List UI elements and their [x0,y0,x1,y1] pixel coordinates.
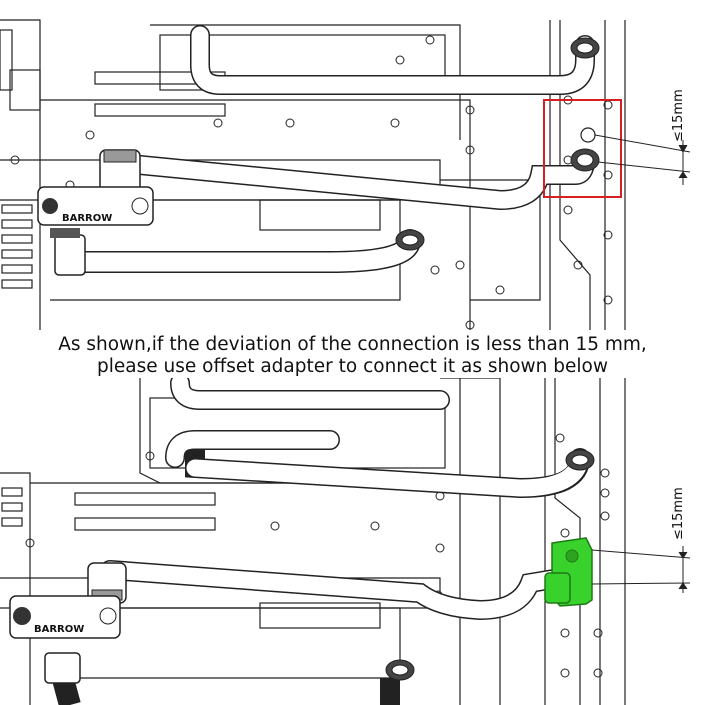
motherboard-tray [40,99,471,330]
drive-bay [0,29,13,91]
dimension-marker [591,546,691,593]
barrow-fitting: BARROW [9,595,121,639]
case-left-edge [0,472,31,705]
fitting-lower-right [385,659,415,681]
top-diagram: BARROW ≤15mm [0,0,705,335]
case-rail-inner [559,20,591,330]
pcie-slot [74,492,216,506]
fitting-lower [50,228,86,276]
fitting-lower [44,652,81,684]
pump-block [440,378,501,705]
upper-panel [150,24,461,140]
bottom-diagram: BARROW ≤15mm [0,378,705,705]
tube-middle [165,430,590,499]
pump-block [440,179,541,301]
vent-slots [1,487,23,527]
gpu-backplate [60,607,401,679]
fitting-lower-right [395,229,425,251]
tube-upper [170,378,450,410]
fitting-middle-right [565,449,595,471]
pcie-slot [94,103,226,117]
tube-main [100,560,570,621]
case-left-edge [0,19,41,330]
caption-line-2: please use offset adapter to connect it … [97,356,608,377]
brand-label: BARROW [62,213,112,224]
highlight-box [543,99,622,198]
barrow-fitting: BARROW [37,186,154,226]
gpu-bracket [259,199,381,231]
fitting-top-right [570,37,600,59]
offset-adapter [544,537,593,607]
fitting-elbow [87,562,127,604]
vent-slots [1,204,33,289]
brand-label: BARROW [34,624,84,635]
dimension-label: ≤15mm [671,487,686,540]
tube-lower [49,665,400,705]
caption-line-1: As shown,if the deviation of the connect… [58,334,647,355]
drive-bay [9,69,41,111]
top-diagram-svg: BARROW ≤15mm [0,19,691,330]
bottom-diagram-svg: BARROW ≤15mm [0,378,691,705]
pcie-slot [74,517,216,531]
case-rail-inner [554,378,581,705]
tube-lower [69,229,421,273]
gpu-bracket [259,602,381,629]
fitting-target [570,127,600,172]
tube-upper [190,25,595,95]
dimension-marker [594,134,691,185]
dimension-label: ≤15mm [671,89,686,142]
